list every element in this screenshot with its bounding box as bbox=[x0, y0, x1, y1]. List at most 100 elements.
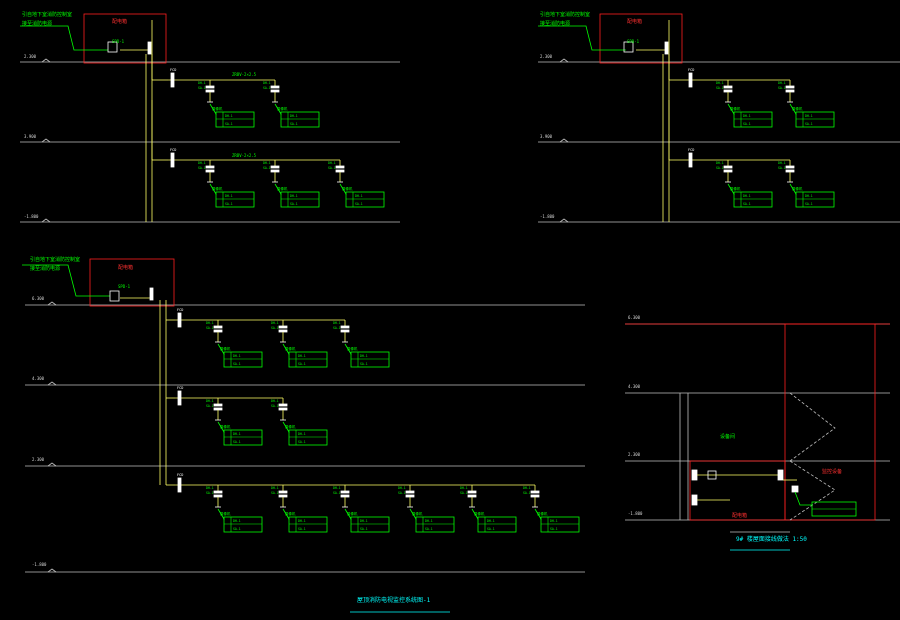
device-label-box bbox=[350, 516, 390, 533]
device-tag: SA-1 bbox=[328, 166, 336, 170]
device-spec: DH-1 bbox=[805, 114, 813, 118]
detail-floor-2: 4.300 bbox=[628, 384, 641, 389]
camera-icon bbox=[405, 494, 415, 498]
device-label-box bbox=[288, 429, 328, 446]
tl-floor-1: 2.300 bbox=[24, 54, 37, 59]
camera-icon bbox=[278, 407, 288, 411]
device-label: 摄像机 bbox=[285, 424, 296, 429]
device-spec: SA-1 bbox=[487, 527, 495, 531]
device-spec: SA-1 bbox=[355, 202, 363, 206]
camera-icon bbox=[335, 165, 345, 169]
tr-floor-3: -1.800 bbox=[540, 214, 555, 219]
tl-branch-2: ZRBV-2×2.5 bbox=[232, 153, 257, 158]
camera-icon bbox=[205, 85, 215, 89]
camera-icon bbox=[340, 329, 350, 333]
camera-icon bbox=[467, 490, 477, 494]
bl-source-note: 引自地下室消防控制室 bbox=[30, 257, 81, 263]
camera-icon bbox=[791, 485, 799, 493]
device-spec: DH-1 bbox=[298, 519, 306, 523]
device-spec: SA-1 bbox=[298, 440, 306, 444]
breaker-icon bbox=[777, 469, 784, 481]
device-tag: SA-1 bbox=[778, 166, 786, 170]
device-tag: DH-1 bbox=[333, 486, 341, 490]
camera-icon bbox=[340, 490, 350, 494]
device-label-box bbox=[477, 516, 517, 533]
detail-box bbox=[689, 460, 786, 521]
junction-icon bbox=[707, 470, 717, 480]
device-tag: SA-1 bbox=[271, 404, 279, 408]
device-tag: DH-1 bbox=[263, 161, 271, 165]
bl-floor-1: 6.300 bbox=[32, 296, 45, 301]
distribution-box bbox=[89, 258, 175, 307]
device-label-box bbox=[223, 516, 263, 533]
camera-icon bbox=[530, 494, 540, 498]
breaker-icon bbox=[623, 41, 634, 53]
camera-icon bbox=[340, 494, 350, 498]
camera-icon bbox=[785, 89, 795, 93]
device-label: 摄像机 bbox=[730, 186, 741, 191]
device-spec: SA-1 bbox=[360, 527, 368, 531]
device-label-box bbox=[215, 111, 255, 128]
device-spec: SA-1 bbox=[298, 362, 306, 366]
camera-icon bbox=[205, 165, 215, 169]
distribution-box bbox=[599, 13, 683, 64]
breaker-icon bbox=[177, 477, 182, 493]
camera-icon bbox=[270, 169, 280, 173]
device-spec: DH-1 bbox=[290, 114, 298, 118]
breaker-icon bbox=[147, 41, 152, 55]
camera-icon bbox=[213, 329, 223, 333]
camera-icon bbox=[340, 325, 350, 329]
distribution-box bbox=[83, 13, 167, 64]
level-marker bbox=[47, 568, 57, 573]
breaker-icon bbox=[170, 72, 175, 88]
device-label: 摄像机 bbox=[285, 346, 296, 351]
camera-icon bbox=[213, 490, 223, 494]
camera-icon bbox=[785, 169, 795, 173]
device-spec: DH-1 bbox=[487, 519, 495, 523]
device-label-box bbox=[280, 191, 320, 208]
device-label: 摄像机 bbox=[220, 346, 231, 351]
tl-supply-note: 接至消防电源 bbox=[22, 21, 53, 27]
camera-icon bbox=[270, 89, 280, 93]
level-marker bbox=[559, 58, 569, 63]
device-spec: SA-1 bbox=[550, 527, 558, 531]
camera-icon bbox=[205, 89, 215, 93]
device-spec: SA-1 bbox=[233, 362, 241, 366]
device-tag: SA-1 bbox=[263, 86, 271, 90]
device-tag: SA-1 bbox=[716, 86, 724, 90]
camera-icon bbox=[270, 165, 280, 169]
device-spec: DH-1 bbox=[743, 194, 751, 198]
device-tag: DH-1 bbox=[206, 486, 214, 490]
device-label-box bbox=[540, 516, 580, 533]
bl-floor-4: -1.800 bbox=[32, 562, 47, 567]
device-tag: SA-1 bbox=[398, 491, 406, 495]
detail-room-label: 设备间 bbox=[720, 434, 736, 440]
device-label-box bbox=[350, 351, 390, 368]
device-tag: SA-1 bbox=[263, 166, 271, 170]
drawing-title: 屋顶消防电视监控系统图-1 bbox=[357, 597, 431, 604]
device-label: 摄像机 bbox=[212, 186, 223, 191]
camera-icon bbox=[723, 169, 733, 173]
device-tag: SA-1 bbox=[271, 326, 279, 330]
device-label: 摄像机 bbox=[730, 106, 741, 111]
breaker-icon bbox=[688, 152, 693, 168]
device-label: 摄像机 bbox=[342, 186, 353, 191]
breaker-icon bbox=[664, 41, 669, 55]
camera-icon bbox=[270, 85, 280, 89]
device-label: 摄像机 bbox=[412, 511, 423, 516]
device-tag: DH-1 bbox=[198, 161, 206, 165]
tr-supply-note: 接至消防电源 bbox=[540, 21, 571, 27]
tr-breaker-label: SPD-1 bbox=[627, 39, 640, 44]
device-spec: DH-1 bbox=[233, 519, 241, 523]
device-spec: SA-1 bbox=[425, 527, 433, 531]
device-label-box bbox=[733, 191, 773, 208]
device-label: 摄像机 bbox=[792, 186, 803, 191]
detail-floor-3: 2.300 bbox=[628, 452, 641, 457]
breaker-icon bbox=[170, 152, 175, 168]
device-label-box bbox=[223, 351, 263, 368]
camera-icon bbox=[467, 494, 477, 498]
device-tag: DH-1 bbox=[716, 161, 724, 165]
device-tag: SA-1 bbox=[206, 491, 214, 495]
device-label-box bbox=[288, 351, 328, 368]
